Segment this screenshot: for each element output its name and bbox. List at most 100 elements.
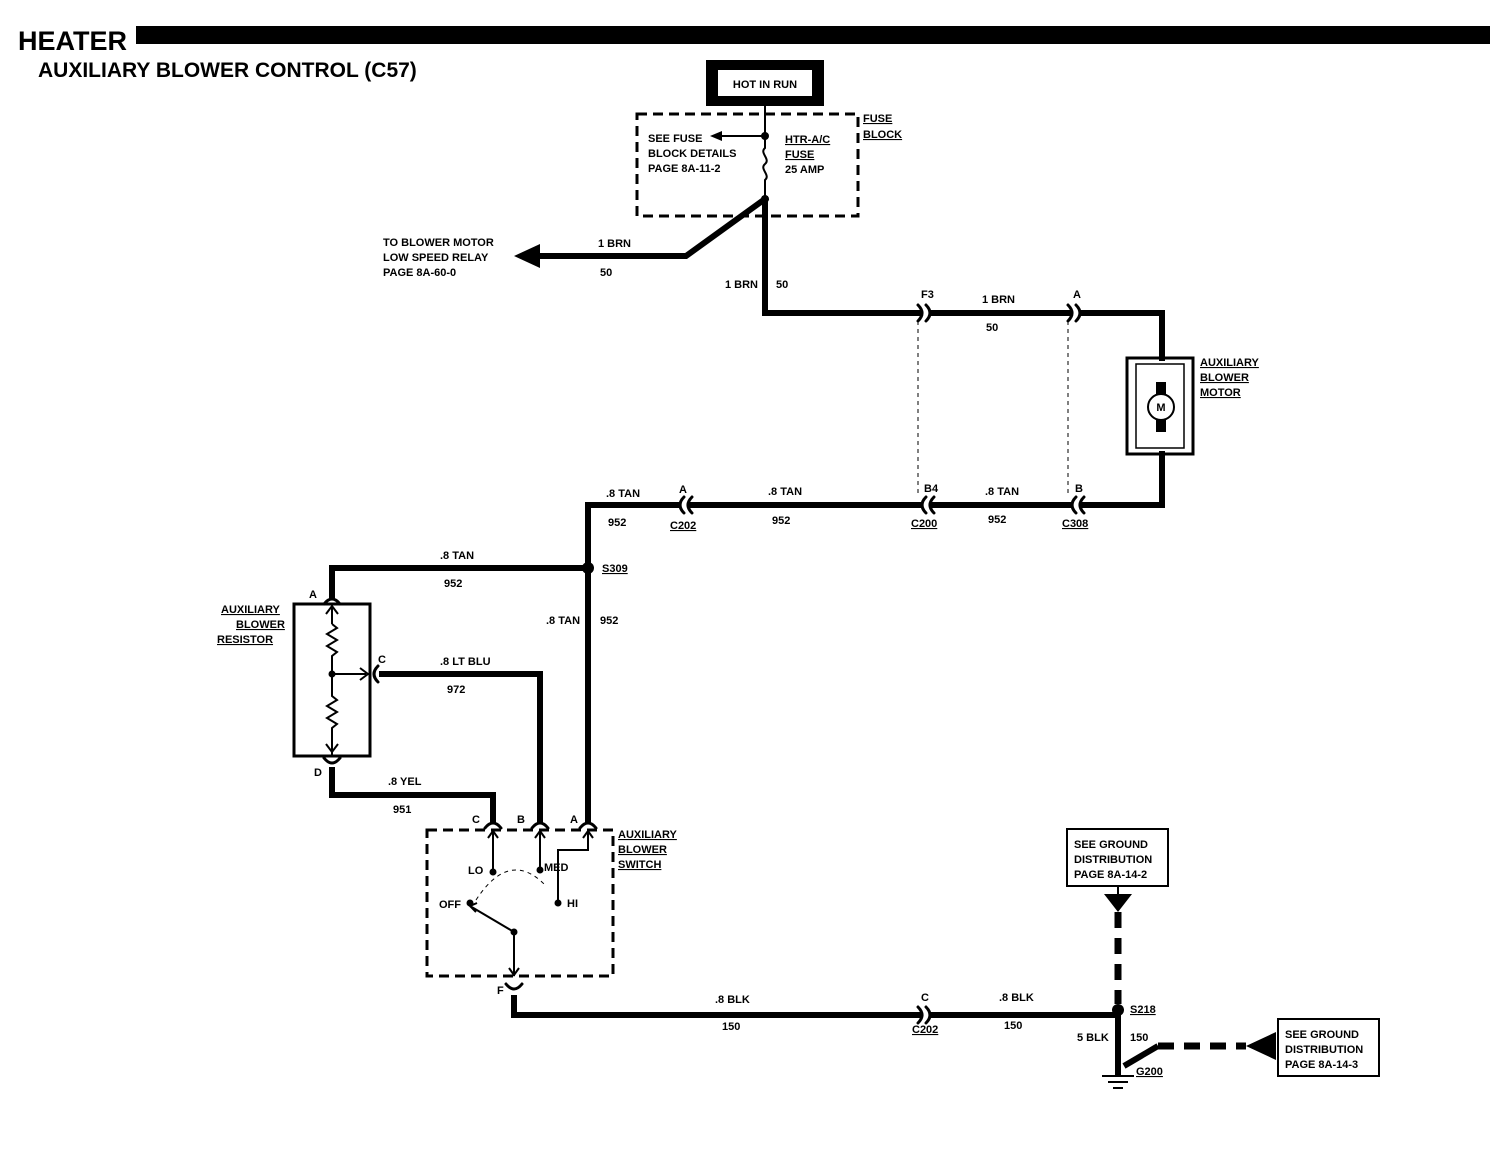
relay-text-2: LOW SPEED RELAY [383,252,489,264]
fuse-block-label: FUSE [863,113,892,125]
wire-circuit-tan-4: 952 [444,578,462,590]
hot-in-run-box: HOT IN RUN [706,60,824,106]
ground-top-text-3: PAGE 8A-14-2 [1074,869,1147,881]
details-arrow-icon [710,131,722,141]
wire-color-ltblu: .8 LT BLU [440,656,491,668]
connector-c308-label: C308 [1062,518,1088,530]
pin-c-c202: C [921,992,929,1004]
header-bar [136,26,1490,44]
switch-label-2: BLOWER [618,844,667,856]
resistor-label-3: RESISTOR [217,634,273,646]
switch-pin-b: B [517,814,525,826]
connector-f3: F3 [916,289,934,323]
ground-distribution-top: SEE GROUND DISTRIBUTION PAGE 8A-14-2 [1066,828,1169,1004]
wire-color-brn-3: 1 BRN [982,294,1015,306]
connector-c200-label: C200 [911,518,937,530]
ground-right-text-3: PAGE 8A-14-3 [1285,1059,1358,1071]
switch-label-3: SWITCH [618,859,661,871]
connector-c202-label: C202 [670,520,696,532]
wire-circuit-tan-5: 952 [600,615,618,627]
connector-c-c202: C C202 [912,992,938,1036]
resistor-element-lower-icon [325,674,339,756]
wire-color-tan-3: .8 TAN [606,488,640,500]
splice-s309-label: S309 [602,563,628,575]
blower-switch: C B A F LO MED HI OFF AUXILIARY BLOWER [425,814,678,997]
low-speed-relay-branch: TO BLOWER MOTOR LOW SPEED RELAY PAGE 8A-… [383,194,770,279]
wire-circuit-yel: 951 [393,804,411,816]
relay-text-1: TO BLOWER MOTOR [383,237,494,249]
wire-color-tan-1: .8 TAN [985,486,1019,498]
splice-s218-label: S218 [1130,1004,1156,1016]
pin-a-top: A [1073,289,1081,301]
ground-distribution-right: SEE GROUND DISTRIBUTION PAGE 8A-14-3 [1122,1018,1380,1077]
wire-circuit-blk-1: 150 [722,1021,740,1033]
fuse-block-label-2: BLOCK [863,129,902,141]
pin-b-c308: B [1075,483,1083,495]
fuse-block: FUSE BLOCK SEE FUSE BLOCK DETAILS PAGE 8… [635,106,902,218]
relay-text-3: PAGE 8A-60-0 [383,267,456,279]
motor-label-1: AUXILIARY [1200,357,1260,369]
wire-color-blk-3: 5 BLK [1077,1032,1109,1044]
yel-wire: .8 YEL 951 [329,767,496,823]
resistor-label-2: BLOWER [236,619,285,631]
connector-b-c308: B C308 [1062,483,1088,530]
blower-motor: M AUXILIARY BLOWER MOTOR [1125,356,1260,456]
switch-label-1: AUXILIARY [618,829,678,841]
switch-pos-lo: LO [468,865,484,877]
wire-circuit-brn-2: 50 [776,279,788,291]
pin-f3: F3 [921,289,934,301]
splice-s309: S309 .8 TAN 952 [329,550,628,599]
fuse-rating: 25 AMP [785,164,824,176]
fuse-name: HTR-A/C [785,134,830,146]
tan-return-wire: .8 TAN 952 .8 TAN 952 .8 TAN 952 .8 TAN … [546,451,1165,823]
switch-pos-off: OFF [439,899,461,911]
ground-g200-label: G200 [1136,1066,1163,1078]
pin-b4: B4 [924,483,939,495]
wire-circuit-tan-1: 952 [988,514,1006,526]
fuse-type: FUSE [785,149,814,161]
resistor-pin-d: D [314,767,322,779]
page-title: HEATER [18,26,127,56]
blower-resistor: A C D AUXILIARY BLOWER RESISTOR [217,589,386,779]
wire-circuit-ltblu: 972 [447,684,465,696]
switch-pin-c: C [472,814,480,826]
wire-circuit-tan-2: 952 [772,515,790,527]
ltblu-wire: .8 LT BLU 972 [379,656,543,823]
splice-s218: S218 [1112,1004,1156,1016]
ground-top-arrow-icon [1104,894,1132,912]
wire-color-tan-2: .8 TAN [768,486,802,498]
wire-color-blk-1: .8 BLK [715,994,750,1006]
blk-ground-wire: .8 BLK 150 .8 BLK 150 5 BLK 150 [511,992,1148,1075]
connector-c202-lower-label: C202 [912,1024,938,1036]
switch-pos-hi: HI [567,898,578,910]
resistor-element-upper-icon [325,623,339,674]
wire-circuit-tan-3: 952 [608,517,626,529]
connector-a-c202: A C202 [670,484,696,532]
motor-symbol: M [1156,402,1165,414]
fuse-details-page: PAGE 8A-11-2 [648,163,721,175]
connector-b4: B4 C200 [911,483,939,530]
wire-circuit-blk-2: 150 [1004,1020,1022,1032]
motor-label-2: BLOWER [1200,372,1249,384]
fuse-details-text-2: BLOCK DETAILS [648,148,736,160]
motor-icon [1147,393,1175,421]
fuse-details-text: SEE FUSE [648,133,702,145]
wire-circuit-blk-3: 150 [1130,1032,1148,1044]
motor-label-3: MOTOR [1200,387,1241,399]
ground-top-text-1: SEE GROUND [1074,839,1148,851]
brn-feed-wire: 1 BRN 50 1 BRN 50 [725,196,1165,361]
resistor-pin-c: C [378,654,386,666]
wire-color-tan-5: .8 TAN [546,615,580,627]
switch-pin-f: F [497,985,504,997]
ground-right-text-2: DISTRIBUTION [1285,1044,1363,1056]
pin-a-c202: A [679,484,687,496]
resistor-pin-a: A [309,589,317,601]
switch-pin-a: A [570,814,578,826]
page-subtitle: AUXILIARY BLOWER CONTROL (C57) [38,59,417,82]
ground-top-text-2: DISTRIBUTION [1074,854,1152,866]
ground-g200: G200 [1102,1066,1163,1089]
wire-color-brn-1: 1 BRN [598,238,631,250]
resistor-label-1: AUXILIARY [221,604,281,616]
fuse-icon [762,136,768,199]
